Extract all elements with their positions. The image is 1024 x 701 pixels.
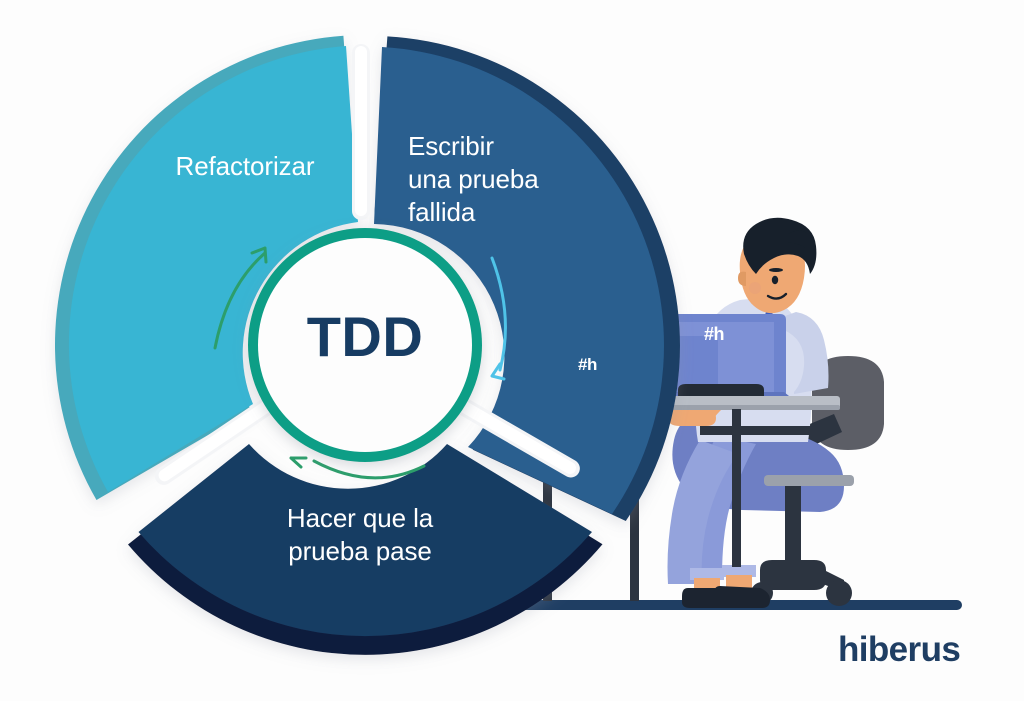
- cheek-blush: [749, 282, 761, 294]
- hub-fill: [258, 238, 472, 452]
- arrow-hacer-to-refactorizar: [289, 456, 426, 480]
- laptop-mid-screen: [672, 336, 718, 392]
- shoe-near: [714, 586, 770, 608]
- arrow-refactorizar-to-escribir: [213, 246, 268, 350]
- chair-wheel: [826, 580, 852, 606]
- segment-label-escribir: Escribir una prueba fallida: [408, 131, 539, 227]
- segment-refactorizar[interactable]: [54, 35, 359, 501]
- segment-label-refactorizar: Refactorizar: [175, 151, 315, 181]
- segment-hacer-fill: [138, 444, 592, 637]
- hair-tuft: [788, 230, 815, 256]
- eyebrow: [769, 268, 783, 272]
- segment-refactorizar-fill: [68, 46, 359, 492]
- segment-label-hacer: Hacer que la prueba pase: [286, 503, 434, 566]
- center-label: TDD: [306, 305, 424, 368]
- keyboard: [678, 384, 764, 396]
- center-hub[interactable]: [248, 228, 482, 462]
- eye: [771, 275, 779, 285]
- chair-seat-plate: [764, 475, 854, 486]
- chair-base: [760, 560, 826, 590]
- desk-leg-right: [732, 409, 741, 567]
- leg-near: [667, 440, 738, 584]
- belt: [700, 426, 816, 435]
- segment-escribir-fill: [374, 47, 664, 514]
- chair-back-post: [800, 414, 842, 448]
- chair-column: [785, 486, 801, 570]
- trouser-cuff-far: [690, 568, 724, 580]
- ear: [738, 271, 746, 286]
- arrow-escribir-to-hacer: [490, 256, 507, 381]
- ankle-near: [726, 575, 752, 589]
- separator-top-inner: [355, 46, 367, 216]
- mouth: [766, 292, 788, 300]
- trouser-cuff-near: [722, 565, 756, 577]
- segment-hacer[interactable]: [128, 444, 603, 655]
- brand-logo: hiberus: [838, 630, 961, 669]
- segment-escribir[interactable]: [374, 36, 680, 522]
- hand: [668, 406, 716, 426]
- laptop-right-screen-text: #h: [704, 324, 725, 344]
- laptop-left-screen-text: #h: [578, 355, 597, 374]
